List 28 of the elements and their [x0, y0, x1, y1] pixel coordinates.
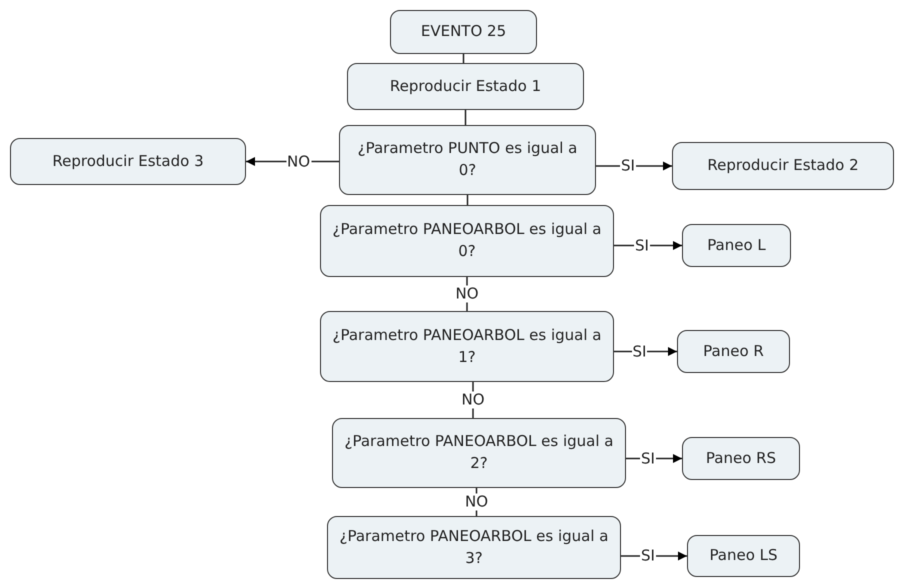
edge-label: SI: [634, 237, 650, 254]
connector-line: [464, 110, 466, 125]
process-box: Paneo LS: [687, 535, 800, 577]
process-box: ¿Parametro PANEOARBOL es igual a 3?: [327, 516, 621, 579]
edge-label: NO: [454, 286, 480, 302]
process-box: ¿Parametro PANEOARBOL es igual a 1?: [320, 311, 614, 382]
arrow: [614, 347, 677, 356]
process-box: Paneo RS: [682, 437, 800, 480]
process-box: Reproducir Estado 3: [10, 138, 246, 185]
edge-label: NO: [286, 153, 312, 170]
edge-label: NO: [464, 494, 490, 510]
arrow: [621, 552, 687, 560]
process-box: Reproducir Estado 1: [347, 63, 584, 110]
process-box: ¿Parametro PANEOARBOL es igual a 2?: [332, 418, 626, 488]
process-box: Paneo L: [682, 224, 791, 267]
edge-label: SI: [640, 450, 656, 467]
process-box: Reproducir Estado 2: [672, 142, 894, 190]
arrow: [626, 454, 682, 463]
connector-line: [466, 195, 468, 205]
connector-line: [462, 54, 464, 63]
process-box: EVENTO 25: [390, 10, 537, 54]
arrow: [596, 162, 672, 170]
process-box: Paneo R: [677, 330, 790, 373]
process-box: ¿Parametro PUNTO es igual a 0?: [339, 125, 596, 195]
edge-label: SI: [632, 343, 648, 360]
arrow: [614, 241, 682, 250]
edge-label: NO: [460, 392, 486, 408]
process-box: ¿Parametro PANEOARBOL es igual a 0?: [320, 205, 614, 277]
